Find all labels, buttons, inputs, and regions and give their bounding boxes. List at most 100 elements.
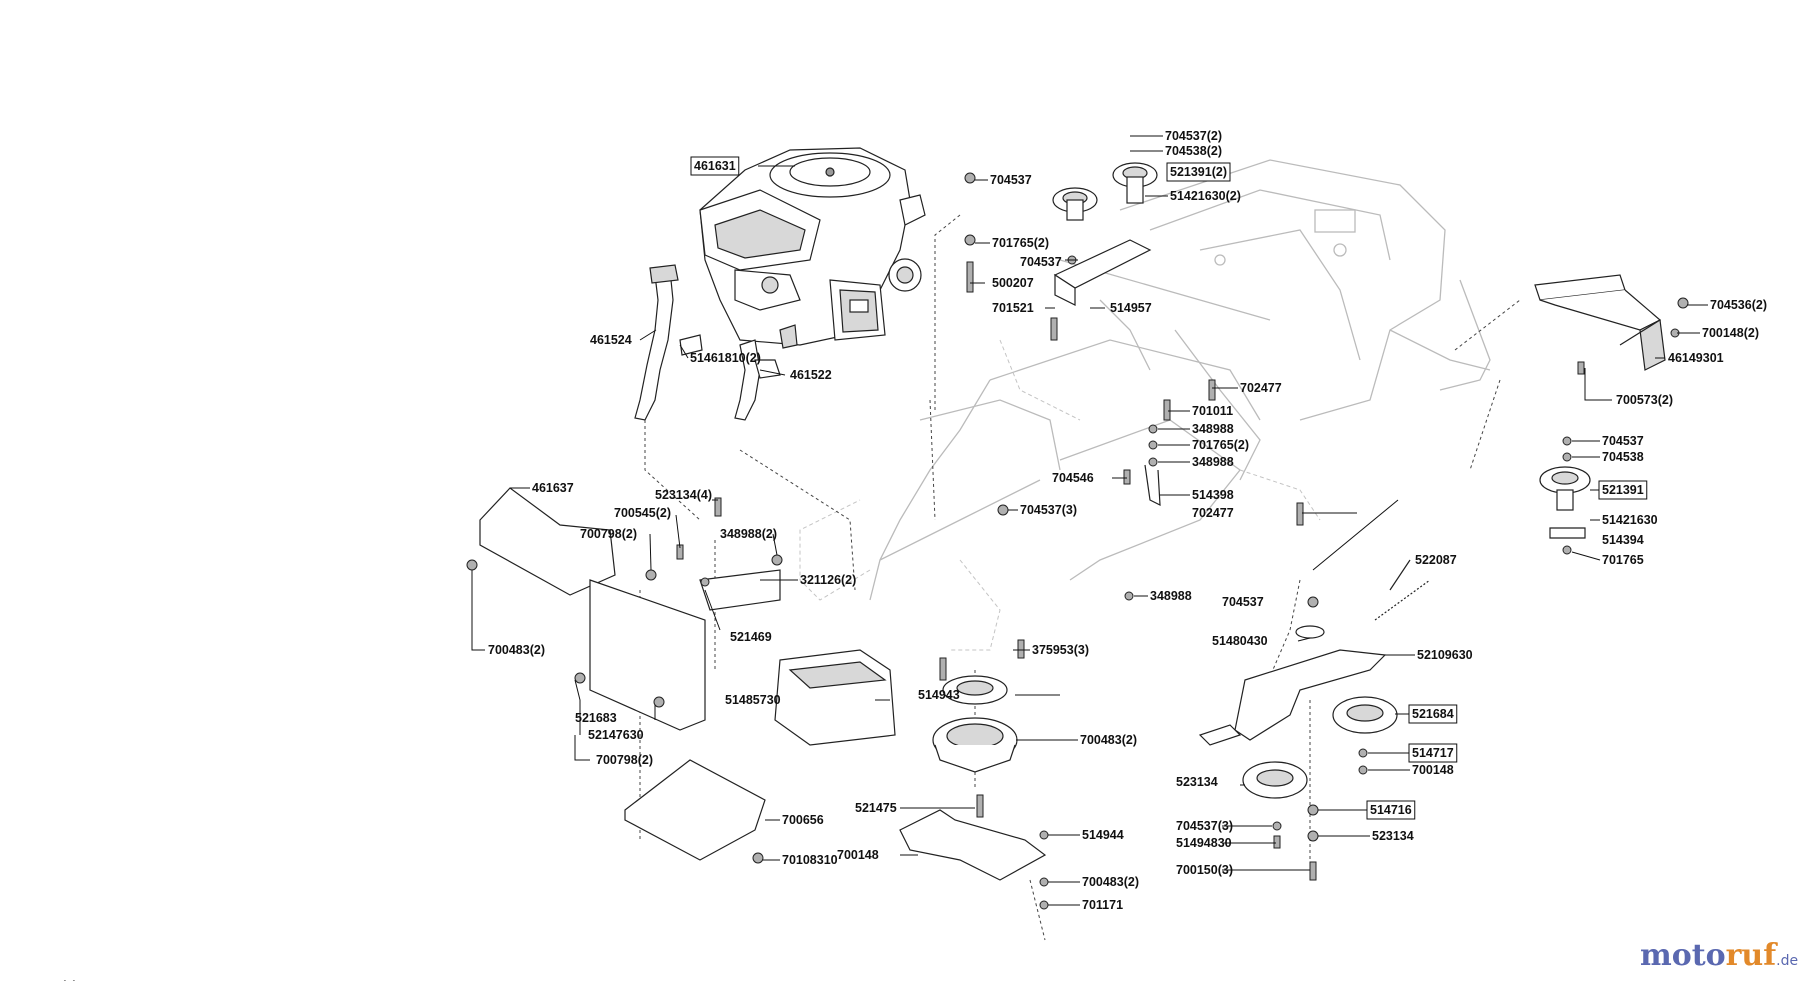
part-callout: 514957 bbox=[1110, 301, 1152, 315]
part-callout: 521391 bbox=[1598, 480, 1648, 500]
part-number-label: 701765(2) bbox=[992, 236, 1049, 250]
watermark-part1: moto bbox=[1640, 938, 1726, 973]
part-number-label: 700545(2) bbox=[614, 506, 671, 520]
part-number-label: 46149301 bbox=[1668, 351, 1724, 365]
part-callout: 521683 bbox=[575, 711, 617, 725]
part-callout: 348988(2) bbox=[720, 527, 777, 541]
part-callout: 523134 bbox=[1372, 829, 1414, 843]
part-callout: 51461810(2) bbox=[690, 351, 761, 365]
part-number-label: 521475 bbox=[855, 801, 897, 815]
part-number-label: 375953(3) bbox=[1032, 643, 1089, 657]
part-callout: 523134 bbox=[1176, 775, 1218, 789]
part-callout: 704536(2) bbox=[1710, 298, 1767, 312]
part-number-label: 348988 bbox=[1150, 589, 1192, 603]
part-number-label: 700483(2) bbox=[488, 643, 545, 657]
part-callout: 514944 bbox=[1082, 828, 1124, 842]
part-number-label: 701521 bbox=[992, 301, 1034, 315]
right-pulley bbox=[1539, 466, 1591, 539]
part-number-label: 704546(3) bbox=[20, 979, 77, 981]
part-callout: 514716 bbox=[1366, 800, 1416, 820]
part-number-label: 461522 bbox=[790, 368, 832, 382]
part-callout: 52147630 bbox=[588, 728, 644, 742]
part-number-label: 348988 bbox=[1192, 422, 1234, 436]
part-callout: 704537(3) bbox=[1176, 819, 1233, 833]
right-bracket bbox=[1534, 274, 1666, 371]
part-callout: 704538(2) bbox=[1165, 144, 1222, 158]
part-callout: 52109630 bbox=[1417, 648, 1473, 662]
part-number-label: 702477 bbox=[1240, 381, 1282, 395]
part-number-box bbox=[1408, 743, 1458, 763]
part-number-label: 348988 bbox=[1192, 455, 1234, 469]
part-number-label: 704538(2) bbox=[1165, 144, 1222, 158]
part-number-label: 500207 bbox=[992, 276, 1034, 290]
part-number-label: 521683 bbox=[575, 711, 617, 725]
part-number-label: 514944 bbox=[1082, 828, 1124, 842]
idler-bracket-upper bbox=[1052, 162, 1158, 306]
part-callout: 700483(2) bbox=[1082, 875, 1139, 889]
part-callout: 46149301 bbox=[1668, 351, 1724, 365]
fasteners bbox=[466, 172, 1689, 910]
part-callout: 700798(2) bbox=[596, 753, 653, 767]
part-number-box bbox=[1408, 704, 1458, 724]
engine bbox=[699, 147, 926, 346]
part-number-label: 700798(2) bbox=[580, 527, 637, 541]
part-number-label: 700148(2) bbox=[1702, 326, 1759, 340]
part-callout: 701171 bbox=[1082, 898, 1123, 912]
watermark-logo: motoruf.de bbox=[1640, 938, 1798, 973]
part-number-label: 521391(2) bbox=[1170, 165, 1227, 179]
part-callout: 521475 bbox=[855, 801, 897, 815]
part-callout: 461522 bbox=[790, 368, 832, 382]
part-number-label: 704537 bbox=[990, 173, 1032, 187]
part-callout: 700656 bbox=[782, 813, 824, 827]
part-callout: 523134(4) bbox=[655, 488, 712, 502]
part-number-label: 701765(2) bbox=[1192, 438, 1249, 452]
part-number-label: 514943 bbox=[918, 688, 960, 702]
part-callout: 704546(3) bbox=[20, 979, 77, 981]
part-number-label: 700798(2) bbox=[596, 753, 653, 767]
part-number-label: 51461810(2) bbox=[690, 351, 761, 365]
part-callout: 704546 bbox=[1052, 471, 1094, 485]
part-callout: 701521 bbox=[992, 301, 1034, 315]
part-callout: 704537 bbox=[1222, 595, 1264, 609]
part-number-label: 52109630 bbox=[1417, 648, 1473, 662]
muffler-housing bbox=[774, 649, 896, 746]
part-callout: 700573(2) bbox=[1616, 393, 1673, 407]
part-callout: 514398 bbox=[1192, 488, 1234, 502]
part-callout: 375953(3) bbox=[1032, 643, 1089, 657]
part-number-label: 700573(2) bbox=[1616, 393, 1673, 407]
part-callout: 700148 bbox=[1412, 763, 1454, 777]
part-callout: 461637 bbox=[532, 481, 574, 495]
part-callout: 522087 bbox=[1415, 553, 1457, 567]
part-number-label: 514957 bbox=[1110, 301, 1152, 315]
part-callout: 521684 bbox=[1408, 704, 1458, 724]
leader-lines bbox=[471, 135, 1708, 906]
part-callout: 704537 bbox=[990, 173, 1032, 187]
part-callout: 700148(2) bbox=[1702, 326, 1759, 340]
part-callout: 51494830 bbox=[1176, 836, 1232, 850]
part-number-label: 700483(2) bbox=[1080, 733, 1137, 747]
part-number-label: 521391 bbox=[1602, 483, 1644, 497]
part-callout: 500207 bbox=[992, 276, 1034, 290]
part-number-label: 461524 bbox=[590, 333, 632, 347]
part-number-label: 704538 bbox=[1602, 450, 1644, 464]
part-number-label: 704537 bbox=[1020, 255, 1062, 269]
part-callout: 348988 bbox=[1192, 455, 1234, 469]
part-callout: 70108310 bbox=[782, 853, 838, 867]
part-callout: 514943 bbox=[918, 688, 960, 702]
exhaust-pipes bbox=[634, 264, 798, 421]
part-callout: 701765(2) bbox=[992, 236, 1049, 250]
part-number-label: 704537(3) bbox=[1020, 503, 1077, 517]
part-callout: 700545(2) bbox=[614, 506, 671, 520]
part-callout: 461524 bbox=[590, 333, 632, 347]
chassis-frame bbox=[799, 159, 1491, 651]
part-callout: 51421630 bbox=[1602, 513, 1658, 527]
part-number-label: 523134(4) bbox=[655, 488, 712, 502]
part-number-label: 70108310 bbox=[782, 853, 838, 867]
part-number-label: 521684 bbox=[1412, 707, 1454, 721]
part-number-label: 704537 bbox=[1602, 434, 1644, 448]
part-number-label: 700656 bbox=[782, 813, 824, 827]
part-callout: 704537(2) bbox=[1165, 129, 1222, 143]
part-number-label: 704537(2) bbox=[1165, 129, 1222, 143]
part-number-label: 461637 bbox=[532, 481, 574, 495]
